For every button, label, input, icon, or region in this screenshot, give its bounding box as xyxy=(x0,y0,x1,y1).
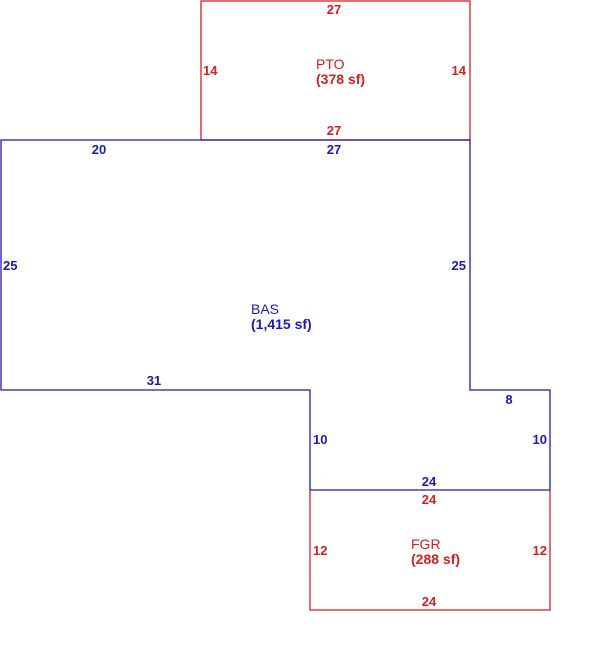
bas-dim-top-right: 27 xyxy=(327,142,341,157)
bas-dim-notch-right: 10 xyxy=(533,432,547,447)
fgr-dim-right: 12 xyxy=(533,543,547,558)
bas-dim-left: 25 xyxy=(3,258,17,273)
fgr-dim-top: 24 xyxy=(422,492,437,507)
fgr-dim-left: 12 xyxy=(313,543,327,558)
pto-dim-bottom: 27 xyxy=(327,123,341,138)
bas-size: (1,415 sf) xyxy=(251,316,312,332)
fgr-dim-bottom: 24 xyxy=(422,594,437,609)
pto-dim-top: 27 xyxy=(327,2,341,17)
fgr-size: (288 sf) xyxy=(411,551,460,567)
pto-name: PTO xyxy=(316,56,345,72)
pto-area[interactable]: 27 14 14 27 PTO (378 sf) xyxy=(200,0,471,141)
bas-name: BAS xyxy=(251,301,279,317)
bas-dim-bottom-left: 31 xyxy=(147,373,161,388)
fgr-area[interactable]: 24 12 12 24 FGR (288 sf) xyxy=(309,490,551,611)
bas-dim-bottom: 24 xyxy=(422,474,437,489)
pto-dim-left: 14 xyxy=(203,63,218,78)
fgr-name: FGR xyxy=(411,536,441,552)
fgr-outline xyxy=(309,490,551,611)
bas-dim-notch-top: 8 xyxy=(505,392,512,407)
bas-dim-notch-left: 10 xyxy=(313,432,327,447)
bas-dim-top-left: 20 xyxy=(92,142,106,157)
bas-dim-right: 25 xyxy=(452,258,466,273)
pto-dim-right: 14 xyxy=(452,63,467,78)
pto-size: (378 sf) xyxy=(316,71,365,87)
bas-area[interactable]: 20 27 25 25 31 10 8 10 24 BAS (1,415 sf) xyxy=(0,139,551,491)
